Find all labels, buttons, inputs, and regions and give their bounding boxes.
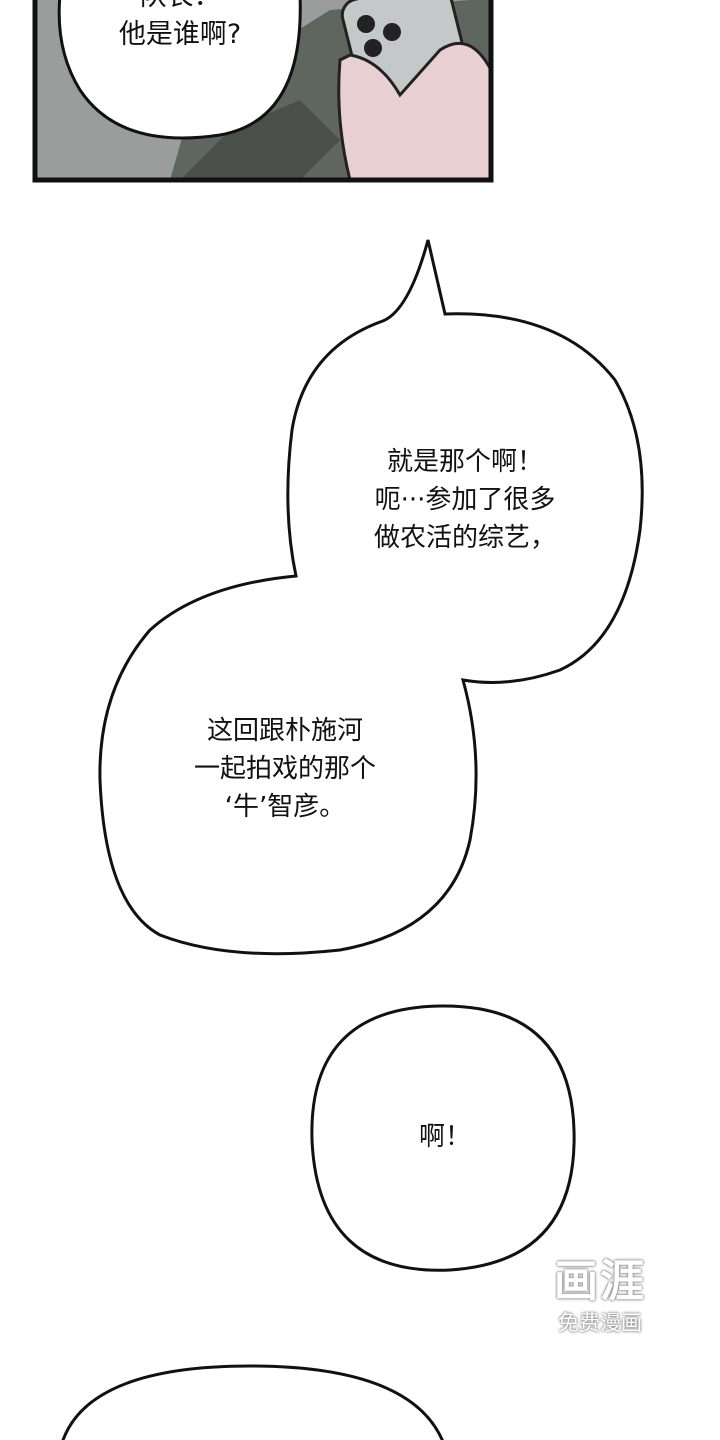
dialogue-line: 他是谁啊? [118, 19, 242, 50]
speech-bubble-small [310, 1004, 576, 1272]
watermark-logo-text: 画涯 [554, 1256, 646, 1307]
comic-panel [32, 0, 494, 183]
speech-bubble-bottom [61, 1364, 444, 1440]
speech-bubble [57, 0, 302, 140]
hand [337, 41, 493, 182]
watermark-tagline: 免费漫画 [558, 1311, 642, 1335]
speech-bubble-large [98, 239, 644, 956]
dialogue-line: 就是那个啊！ [386, 447, 544, 477]
watermark-logo: 画涯 免费漫画 [540, 1255, 660, 1337]
large-bubble-upper-text: 就是那个啊！ 呃···参加了很多 做农活的综艺， [374, 443, 556, 557]
dialogue-line: ‘牛’智彦。 [224, 792, 346, 822]
dialogue-line: 一起拍戏的那个 [193, 754, 377, 784]
dialogue-line: 呃···参加了很多 [374, 485, 556, 515]
dialogue-line: 队长： [119, 0, 241, 16]
panel-bubble-text: 队长： 他是谁啊? [119, 0, 241, 54]
dialogue-line: 啊！ [418, 1122, 472, 1152]
small-bubble-text: 啊！ [419, 1118, 471, 1156]
panel-border [32, 0, 494, 183]
large-bubble-lower-text: 这回跟朴施河 一起拍戏的那个 ‘牛’智彦。 [194, 712, 376, 826]
dialogue-line: 做农活的综艺， [373, 523, 557, 553]
dialogue-line: 这回跟朴施河 [206, 716, 364, 746]
